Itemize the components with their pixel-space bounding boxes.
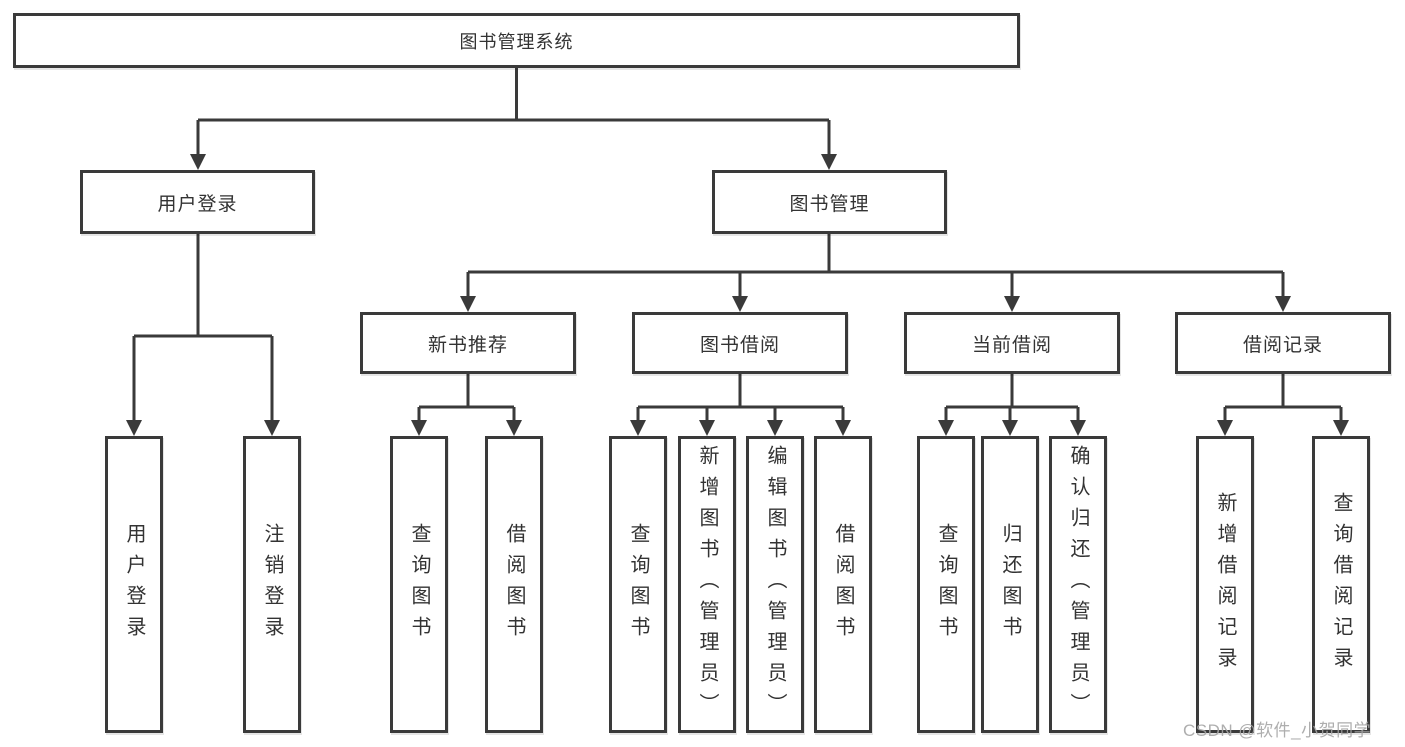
connector-new-book-to-children bbox=[417, 374, 516, 423]
leaf-edit-books-admin-label: 编辑图书（管理员） bbox=[764, 445, 786, 724]
arrowhead bbox=[1004, 296, 1020, 312]
arrowhead bbox=[732, 296, 748, 312]
arrowhead bbox=[190, 154, 206, 170]
arrowhead bbox=[821, 154, 837, 170]
leaf-query-books-current-label: 查询图书 bbox=[935, 522, 957, 647]
leaf-add-books-admin-label: 新增图书（管理员） bbox=[696, 445, 718, 724]
leaf-query-books-borrow-label: 查询图书 bbox=[627, 522, 649, 647]
csdn-watermark: CSDN @软件_小贺同学 bbox=[1183, 721, 1372, 740]
leaf-query-borrow-record: 查询借阅记录 bbox=[1312, 436, 1370, 733]
leaf-edit-books-admin: 编辑图书（管理员） bbox=[746, 436, 804, 733]
arrowhead bbox=[938, 420, 954, 436]
leaf-query-books-borrow: 查询图书 bbox=[609, 436, 667, 733]
connector-borrow-records-to-children bbox=[1223, 374, 1343, 423]
arrowhead bbox=[506, 420, 522, 436]
node-new-book-recommend-label: 新书推荐 bbox=[427, 334, 508, 356]
arrowhead bbox=[835, 420, 851, 436]
node-current-borrow: 当前借阅 bbox=[904, 312, 1120, 374]
leaf-borrow-books-recommend-label: 借阅图书 bbox=[503, 522, 525, 647]
arrowheads bbox=[126, 154, 1349, 436]
arrowhead bbox=[264, 420, 280, 436]
connector-book-management-to-children bbox=[466, 234, 1285, 299]
node-borrow-records-label: 借阅记录 bbox=[1242, 334, 1323, 356]
leaf-query-borrow-record-label: 查询借阅记录 bbox=[1330, 491, 1352, 678]
node-library-management-system-label: 图书管理系统 bbox=[459, 31, 574, 52]
arrowhead bbox=[630, 420, 646, 436]
arrowhead bbox=[1002, 420, 1018, 436]
node-new-book-recommend: 新书推荐 bbox=[360, 312, 576, 374]
connector-root-to-level2 bbox=[196, 68, 831, 157]
arrowhead bbox=[411, 420, 427, 436]
leaf-add-books-admin: 新增图书（管理员） bbox=[678, 436, 736, 733]
node-user-login-label: 用户登录 bbox=[157, 193, 238, 215]
leaf-logout-label: 注销登录 bbox=[261, 522, 283, 647]
connector-book-borrow-to-children bbox=[636, 374, 845, 423]
arrowhead bbox=[1333, 420, 1349, 436]
arrowhead bbox=[1217, 420, 1233, 436]
leaf-add-borrow-record-label: 新增借阅记录 bbox=[1214, 491, 1236, 678]
arrowhead bbox=[767, 420, 783, 436]
arrowhead bbox=[126, 420, 142, 436]
leaf-confirm-return-admin: 确认归还（管理员） bbox=[1049, 436, 1107, 733]
arrowhead bbox=[1070, 420, 1086, 436]
node-book-management-label: 图书管理 bbox=[789, 193, 870, 215]
leaf-query-books-recommend: 查询图书 bbox=[390, 436, 448, 733]
leaf-user-login: 用户登录 bbox=[105, 436, 163, 733]
leaf-query-books-current: 查询图书 bbox=[917, 436, 975, 733]
connector-user-login-to-children bbox=[132, 234, 274, 423]
leaf-logout: 注销登录 bbox=[243, 436, 301, 733]
leaf-borrow-books: 借阅图书 bbox=[814, 436, 872, 733]
leaf-confirm-return-admin-label: 确认归还（管理员） bbox=[1067, 445, 1089, 724]
node-library-management-system: 图书管理系统 bbox=[13, 13, 1020, 68]
arrowhead bbox=[699, 420, 715, 436]
node-borrow-records: 借阅记录 bbox=[1175, 312, 1391, 374]
leaf-borrow-books-recommend: 借阅图书 bbox=[485, 436, 543, 733]
leaf-return-books: 归还图书 bbox=[981, 436, 1039, 733]
node-current-borrow-label: 当前借阅 bbox=[971, 334, 1052, 356]
node-book-borrow-label: 图书借阅 bbox=[699, 334, 780, 356]
node-book-management: 图书管理 bbox=[712, 170, 947, 234]
node-user-login: 用户登录 bbox=[80, 170, 315, 234]
node-book-borrow: 图书借阅 bbox=[632, 312, 848, 374]
leaf-user-login-label: 用户登录 bbox=[123, 522, 145, 647]
connector-current-borrow-to-children bbox=[944, 374, 1080, 423]
arrowhead bbox=[460, 296, 476, 312]
leaf-return-books-label: 归还图书 bbox=[999, 522, 1021, 647]
leaf-query-books-recommend-label: 查询图书 bbox=[408, 522, 430, 647]
leaf-borrow-books-label: 借阅图书 bbox=[832, 522, 854, 647]
arrowhead bbox=[1275, 296, 1291, 312]
leaf-add-borrow-record: 新增借阅记录 bbox=[1196, 436, 1254, 733]
